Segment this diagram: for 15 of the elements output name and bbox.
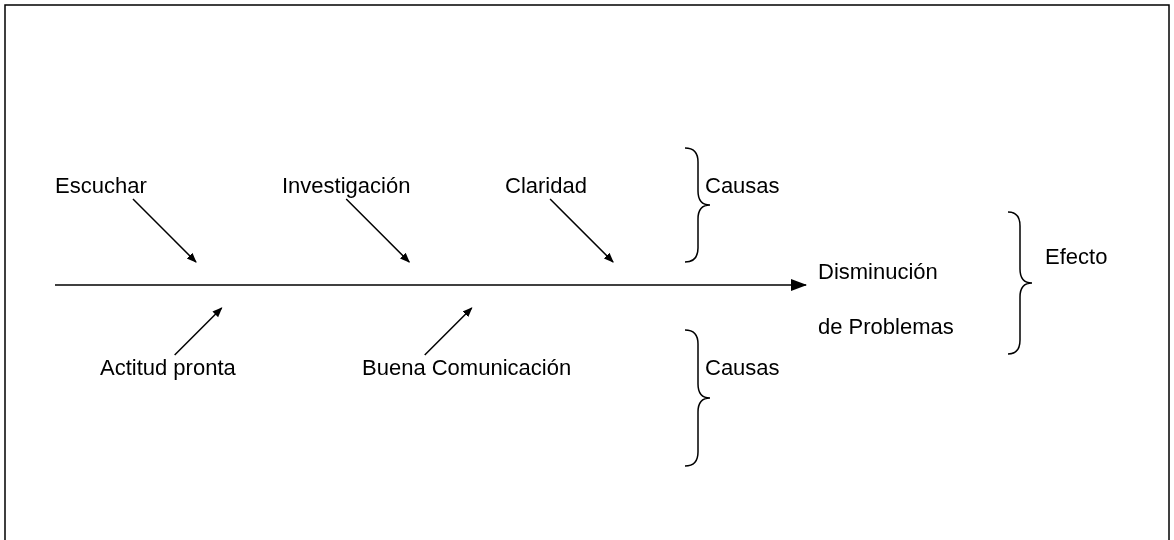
cause-arrow bbox=[549, 198, 614, 263]
group-label: Efecto bbox=[1045, 244, 1108, 270]
cause-arrow bbox=[424, 307, 473, 356]
cause-arrow bbox=[132, 198, 197, 263]
group-label: Causas bbox=[705, 173, 780, 199]
cause-label: Claridad bbox=[505, 173, 587, 199]
cause-label: Actitud pronta bbox=[100, 355, 236, 381]
spine-arrow bbox=[54, 279, 807, 291]
cause-label: Investigación bbox=[282, 173, 411, 199]
cause-arrow bbox=[345, 198, 410, 263]
cause-label: Escuchar bbox=[55, 173, 147, 199]
group-label: Causas bbox=[705, 355, 780, 381]
cause-arrow bbox=[173, 307, 223, 356]
cause-label: Buena Comunicación bbox=[362, 355, 572, 381]
effect-label: Disminución de Problemas bbox=[806, 244, 968, 354]
